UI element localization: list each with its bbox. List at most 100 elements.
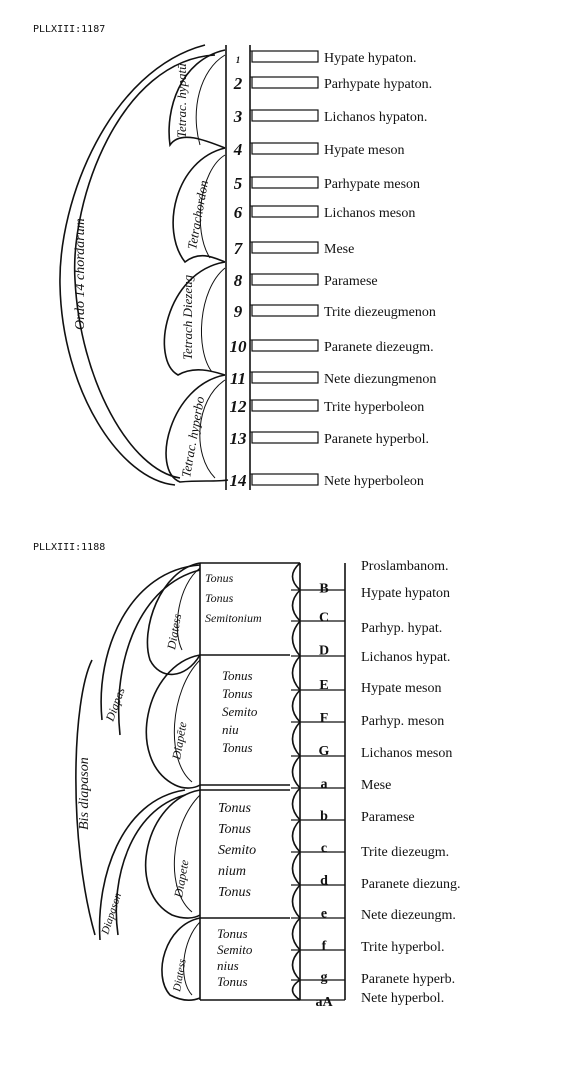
string-label: Trite hyperboleon [324, 400, 424, 415]
string-label: Lichanos meson [324, 206, 415, 221]
string-label-2: Paramese [361, 810, 415, 825]
string-label-2: Parhyp. hypat. [361, 621, 442, 636]
figure2-caption: PLLXIII:1188 [33, 542, 105, 553]
string-bar [251, 241, 319, 254]
string-number: 6 [234, 203, 243, 222]
group-inner-2 [173, 659, 201, 783]
diapason-label-2: Diapason [99, 891, 124, 937]
group-arc-4 [161, 917, 201, 1002]
tetrachord-arc-4 [165, 374, 229, 483]
diapason-arc-1 [100, 564, 201, 721]
string-label: Parhypate hypaton. [324, 77, 432, 92]
string-number: 11 [230, 369, 246, 388]
string-bar [251, 399, 319, 412]
string-number: 12 [230, 397, 248, 416]
letter-cell: b [320, 809, 328, 824]
bis-diapason-bracket [75, 659, 96, 936]
string-label-2: Paranete diezung. [361, 877, 461, 892]
bis-diapason-label: Bis diapason [77, 757, 92, 830]
string-bar [251, 205, 319, 218]
interval-text: Semito [222, 704, 258, 719]
letter-cell: g [321, 970, 328, 985]
string-label: Hypate meson [324, 143, 404, 158]
group2-label-1: Diatess [164, 612, 184, 651]
string-bar [251, 50, 319, 63]
string-number: 10 [230, 337, 248, 356]
string-bar [251, 76, 319, 89]
string-label-2: Mese [361, 778, 391, 793]
string-number: 9 [234, 302, 243, 321]
interval-text: Tonus [217, 926, 248, 941]
interval-text: nius [217, 958, 239, 973]
tetrachord-arc-1 [168, 49, 226, 149]
tetrachord-arc-3 [163, 261, 226, 376]
letter-cell: E [319, 678, 328, 693]
tetrachord-inner-3 [200, 267, 226, 373]
string-bar [251, 431, 319, 444]
string-label-2: Proslambanom. [361, 559, 449, 574]
group-arc-1 [146, 562, 201, 676]
diapason-arc-1b [117, 569, 201, 736]
string-bar [251, 142, 319, 155]
string-label: Paramese [324, 274, 378, 289]
interval-text: Tonus [205, 571, 234, 585]
letter-cell: D [319, 644, 329, 659]
string-bar [251, 473, 319, 486]
group-label-3: Tetrach Diezeug [180, 274, 195, 360]
interval-text: Semito [217, 942, 253, 957]
string-bar [251, 273, 319, 286]
ordo-arc-outer [59, 44, 206, 486]
interval-text: nium [218, 864, 246, 879]
string-number: 3 [233, 107, 243, 126]
string-label: Trite diezeugmenon [324, 305, 436, 320]
string-label-2: Trite hyperbol. [361, 940, 444, 955]
ordo-arc [73, 54, 216, 479]
letter-cell: aA [315, 995, 333, 1010]
string-number: 8 [234, 271, 243, 290]
string-number: 1 [236, 55, 241, 65]
letter-cell: d [320, 874, 328, 889]
string-label-2: Paranete hyperb. [361, 972, 455, 987]
interval-text: Semito [218, 843, 256, 858]
string-label-2: Parhyp. meson [361, 714, 444, 729]
tetrachord-inner-1 [195, 54, 226, 146]
string-number: 13 [230, 429, 248, 448]
string-bar [251, 371, 319, 384]
string-number: 2 [233, 74, 243, 93]
group2-label-4: Diatess [171, 958, 189, 994]
letter-cell: e [321, 907, 327, 922]
interval-text: Tonus [205, 591, 234, 605]
interval-text: Tonus [222, 686, 253, 701]
string-label-2: Lichanos hypat. [361, 650, 450, 665]
group-inner-1 [176, 567, 201, 651]
ordo-label: Ordo 14 chordarum [73, 218, 88, 330]
string-bar [251, 339, 319, 352]
interval-text: Tonus [217, 974, 248, 989]
string-label-2: Trite diezeugm. [361, 845, 449, 860]
group2-label-3: Diapete [171, 858, 192, 899]
string-label-2: Lichanos meson [361, 746, 452, 761]
interval-text: niu [222, 722, 239, 737]
figure1-caption: PLLXIII:1187 [33, 24, 105, 35]
letter-cell: a [321, 777, 328, 792]
string-number: 7 [234, 239, 244, 258]
string-label: Paranete diezeugm. [324, 340, 434, 355]
interval-texts: TonusTonusSemitoniumTonusTonusSemitoniuT… [205, 571, 300, 989]
string-label: Nete diezungmenon [324, 372, 436, 387]
interval-text: Tonus [218, 885, 252, 900]
string-number: 4 [233, 140, 243, 159]
string-labels: Hypate hypaton.Parhypate hypaton.Lichano… [324, 51, 436, 489]
group-inner-3 [173, 794, 201, 913]
tetrachord-inner-4 [199, 379, 226, 479]
string-label-2: Hypate meson [361, 681, 441, 696]
group2-label-2: Diapēte [169, 720, 190, 761]
tetrachord-inner-2 [199, 154, 226, 259]
string-label: Paranete hyperbol. [324, 432, 429, 447]
group-label-2: Tetrachordon [184, 179, 211, 250]
string-bar [251, 176, 319, 189]
string-number: 14 [230, 471, 247, 490]
string-bars [250, 50, 319, 486]
